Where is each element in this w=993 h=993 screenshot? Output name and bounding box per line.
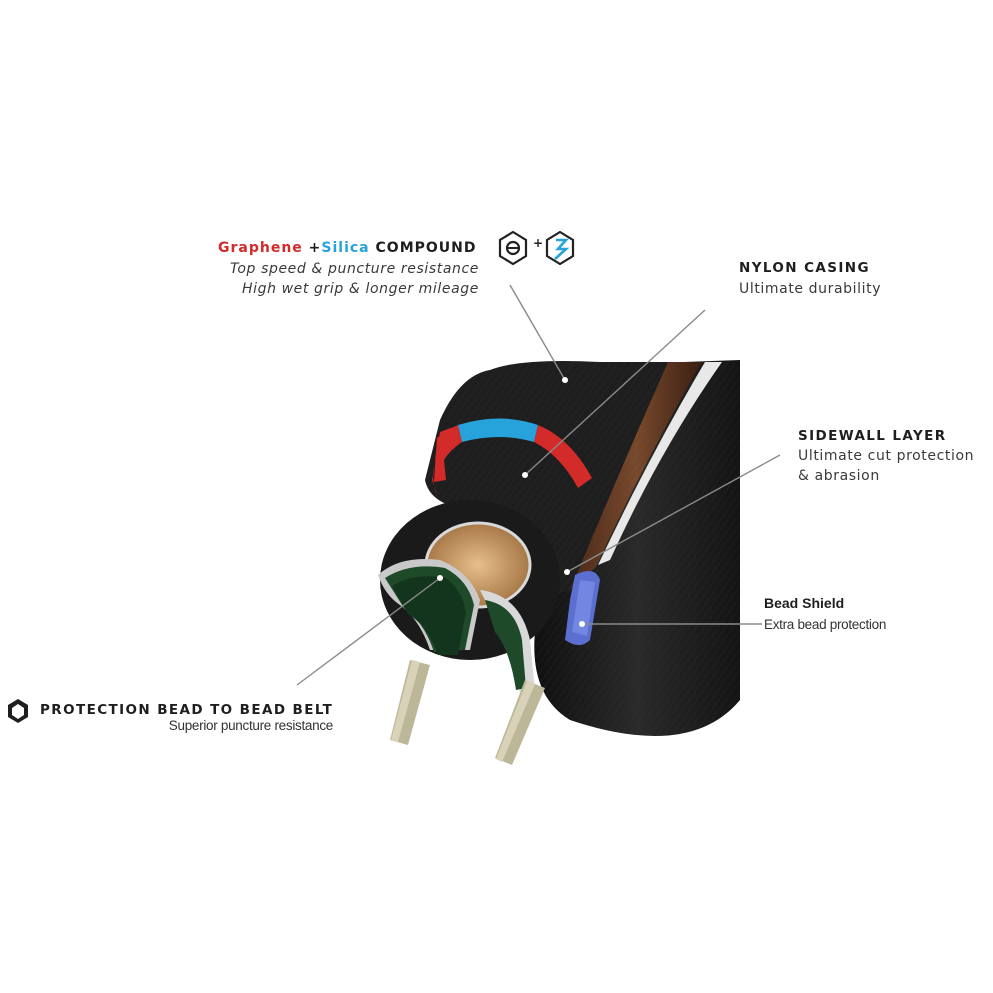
compound-band-red-left-b xyxy=(434,425,462,482)
graphene-word: Graphene xyxy=(218,240,303,256)
compound-title: Graphene +Silica COMPOUND xyxy=(218,240,477,256)
graphene-badge-icon xyxy=(498,230,528,266)
sidewall-layer-line-1: Ultimate cut protection xyxy=(798,448,975,464)
plus-word: + xyxy=(308,240,322,256)
silica-badge-icon xyxy=(545,230,575,266)
sidewall-layer-title: SIDEWALL LAYER xyxy=(798,428,947,444)
belt-title: PROTECTION BEAD TO BEAD BELT xyxy=(40,702,334,718)
shield-icon xyxy=(8,699,28,723)
sidewall-layer-stripe xyxy=(598,362,722,565)
bead-shield-title: Bead Shield xyxy=(764,595,845,611)
compound-line-2: High wet grip & longer mileage xyxy=(241,281,479,297)
leader-sidewall xyxy=(566,454,781,573)
leader-nylon xyxy=(524,309,706,476)
belt-subtitle: Superior puncture resistance xyxy=(168,718,334,733)
compound-band-blue xyxy=(458,418,538,442)
nylon-casing-title: NYLON CASING xyxy=(739,260,870,276)
bead-shield-subtitle: Extra bead protection xyxy=(764,617,887,632)
badge-plus: + xyxy=(533,236,544,250)
nylon-casing-subtitle: Ultimate durability xyxy=(739,281,882,297)
compound-word: COMPOUND xyxy=(375,240,477,256)
sidewall-layer-line-2: & abrasion xyxy=(798,468,880,484)
silica-word: Silica xyxy=(321,240,370,256)
leader-belt xyxy=(296,577,441,686)
compound-band-red-right xyxy=(534,425,592,488)
compound-line-1: Top speed & puncture resistance xyxy=(229,261,479,277)
leader-compound xyxy=(509,284,566,381)
